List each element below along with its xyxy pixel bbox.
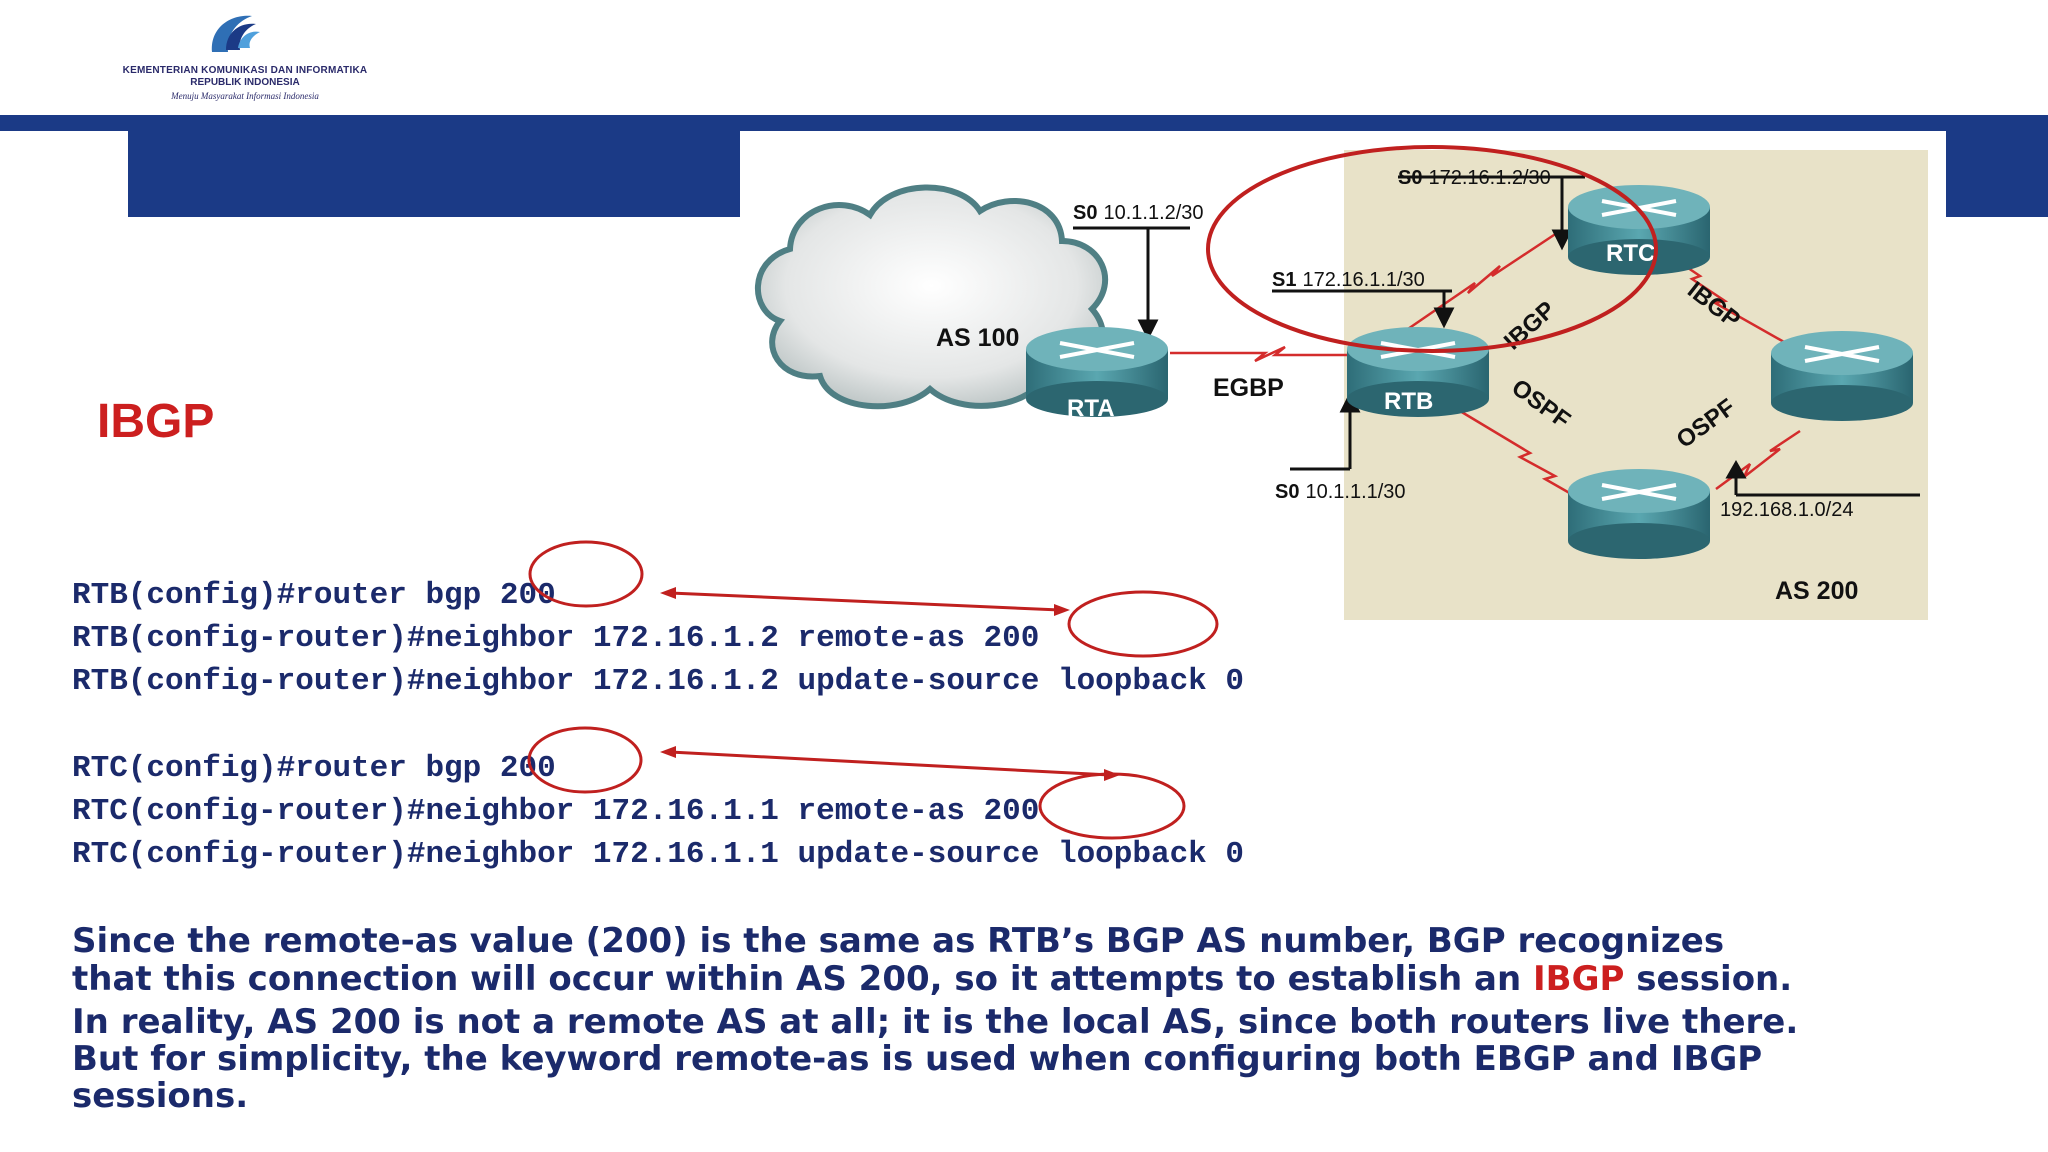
code-rtc-1: RTC(config)#router bgp 200	[72, 751, 556, 786]
explanation-line-3: In reality, AS 200 is not a remote AS at…	[72, 1002, 1799, 1042]
as200-label: AS 200	[1775, 577, 1858, 605]
ministry-tagline: Menuju Masyarakat Informasi Indonesia	[171, 91, 319, 101]
network-192-label: 192.168.1.0/24	[1720, 499, 1853, 521]
code-rtc-3: RTC(config-router)#neighbor 172.16.1.1 u…	[72, 837, 1244, 872]
explanation-line-4: But for simplicity, the keyword remote-a…	[72, 1039, 1763, 1079]
as100-label: AS 100	[936, 324, 1019, 352]
router-rta	[1026, 327, 1168, 417]
code-rtb-3: RTB(config-router)#neighbor 172.16.1.2 u…	[72, 664, 1244, 699]
router-rtc	[1568, 185, 1710, 275]
circle-rtc-remote-as	[1038, 772, 1186, 840]
rta-label: RTA	[1067, 395, 1115, 422]
ibgp-highlight-ellipse	[1206, 145, 1658, 353]
slide-title: IBGP	[97, 395, 215, 448]
arrow-rtc-link	[669, 750, 1111, 777]
code-rtb-1: RTB(config)#router bgp 200	[72, 578, 556, 613]
egbp-label: EGBP	[1213, 374, 1284, 402]
links	[1170, 229, 1801, 501]
explanation-line-5: sessions.	[72, 1076, 249, 1116]
code-rtc-2: RTC(config-router)#neighbor 172.16.1.1 r…	[72, 794, 1040, 829]
rtb-label: RTB	[1384, 388, 1433, 415]
network-diagram: AS 100 RTA RTB	[755, 145, 1928, 620]
title-band-right	[1946, 131, 2048, 217]
ministry-name: KEMENTERIAN KOMUNIKASI DAN INFORMATIKA	[122, 65, 368, 76]
title-band-left	[128, 131, 740, 217]
ibgp-emphasis: IBGP	[1533, 959, 1625, 999]
header-band	[0, 115, 2048, 131]
ministry-country: REPUBLIK INDONESIA	[190, 77, 300, 88]
explanation-line-1: Since the remote-as value (200) is the s…	[72, 921, 1725, 961]
explanation-line-2: that this connection will occur within A…	[72, 959, 1793, 999]
logo-emblem-icon	[211, 15, 260, 52]
code-rtb-2: RTB(config-router)#neighbor 172.16.1.2 r…	[72, 621, 1040, 656]
router-right	[1771, 331, 1913, 421]
header-notch	[0, 131, 128, 217]
router-bottom	[1568, 469, 1710, 559]
as100-cloud	[755, 184, 1109, 410]
rtc-label: RTC	[1606, 240, 1655, 267]
ministry-logo: KEMENTERIAN KOMUNIKASI DAN INFORMATIKA R…	[80, 8, 410, 108]
pointer-arrows	[1073, 175, 1920, 497]
